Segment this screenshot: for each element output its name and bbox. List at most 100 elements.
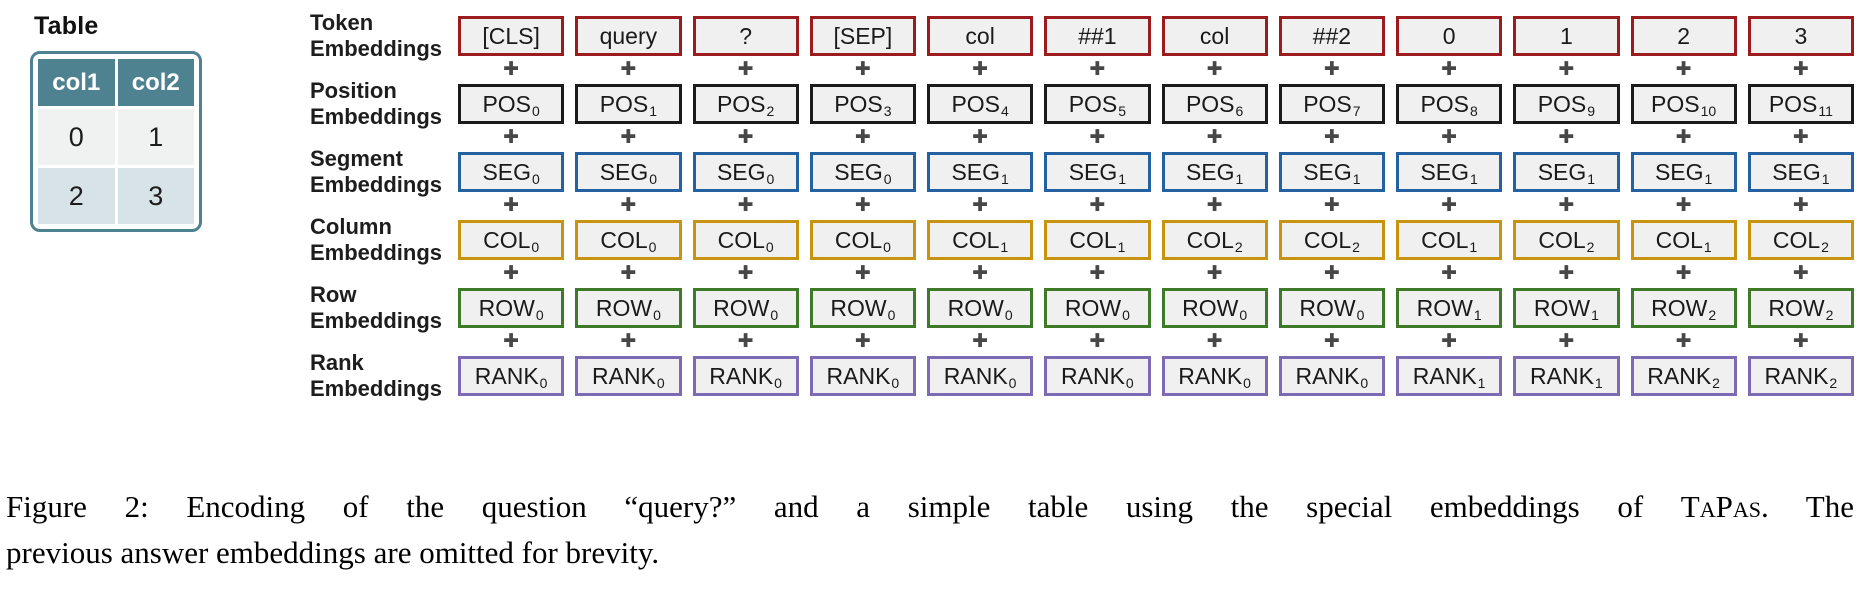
plus-icon: ✚ xyxy=(1792,59,1809,80)
plus-icon: ✚ xyxy=(1675,331,1692,352)
plus-icon: ✚ xyxy=(620,59,637,80)
plus-icon: ✚ xyxy=(1206,331,1223,352)
token-embedding-box: 3 xyxy=(1747,16,1854,56)
tapas-brand: TaPas xyxy=(1680,489,1761,524)
plus-row: ✚✚✚✚✚✚✚✚✚✚✚✚ xyxy=(310,328,1854,356)
plus-icon: ✚ xyxy=(1089,331,1106,352)
plus-icon: ✚ xyxy=(972,263,989,284)
figure-caption: Figure 2: Encoding of the question “quer… xyxy=(6,484,1854,576)
table-cell: 3 xyxy=(117,168,194,224)
plus-icon: ✚ xyxy=(620,331,637,352)
plus-row: ✚✚✚✚✚✚✚✚✚✚✚✚ xyxy=(310,192,1854,220)
plus-icon: ✚ xyxy=(1441,127,1458,148)
plus-row: ✚✚✚✚✚✚✚✚✚✚✚✚ xyxy=(310,124,1854,152)
plus-icon: ✚ xyxy=(737,195,754,216)
plus-row: ✚✚✚✚✚✚✚✚✚✚✚✚ xyxy=(310,56,1854,84)
plus-icon: ✚ xyxy=(1675,59,1692,80)
token-embedding-box: 1 xyxy=(1513,16,1620,56)
plus-icon: ✚ xyxy=(1089,127,1106,148)
table-cell: 1 xyxy=(117,109,194,165)
plus-icon: ✚ xyxy=(1089,59,1106,80)
plus-icon: ✚ xyxy=(1792,127,1809,148)
plus-icon: ✚ xyxy=(1323,195,1340,216)
plus-icon: ✚ xyxy=(1675,195,1692,216)
table-cell: 2 xyxy=(38,168,115,224)
plus-icon: ✚ xyxy=(1323,127,1340,148)
token-embedding-box: ? xyxy=(692,16,799,56)
plus-icon: ✚ xyxy=(854,195,871,216)
plus-icon: ✚ xyxy=(1206,263,1223,284)
token-embedding-box: ##1 xyxy=(1044,16,1151,56)
plus-icon: ✚ xyxy=(737,59,754,80)
plus-icon: ✚ xyxy=(854,263,871,284)
caption-line-2: previous answer embeddings are omitted f… xyxy=(6,535,660,570)
plus-icon: ✚ xyxy=(620,127,637,148)
table-cell: 0 xyxy=(38,109,115,165)
plus-icon: ✚ xyxy=(1323,331,1340,352)
token-embedding-box: ##2 xyxy=(1278,16,1385,56)
plus-icon: ✚ xyxy=(1675,127,1692,148)
plus-icon: ✚ xyxy=(1206,127,1223,148)
plus-icon: ✚ xyxy=(972,331,989,352)
plus-icon: ✚ xyxy=(1558,59,1575,80)
plus-icon: ✚ xyxy=(854,59,871,80)
plus-icon: ✚ xyxy=(503,59,520,80)
plus-icon: ✚ xyxy=(503,263,520,284)
plus-icon: ✚ xyxy=(1441,195,1458,216)
